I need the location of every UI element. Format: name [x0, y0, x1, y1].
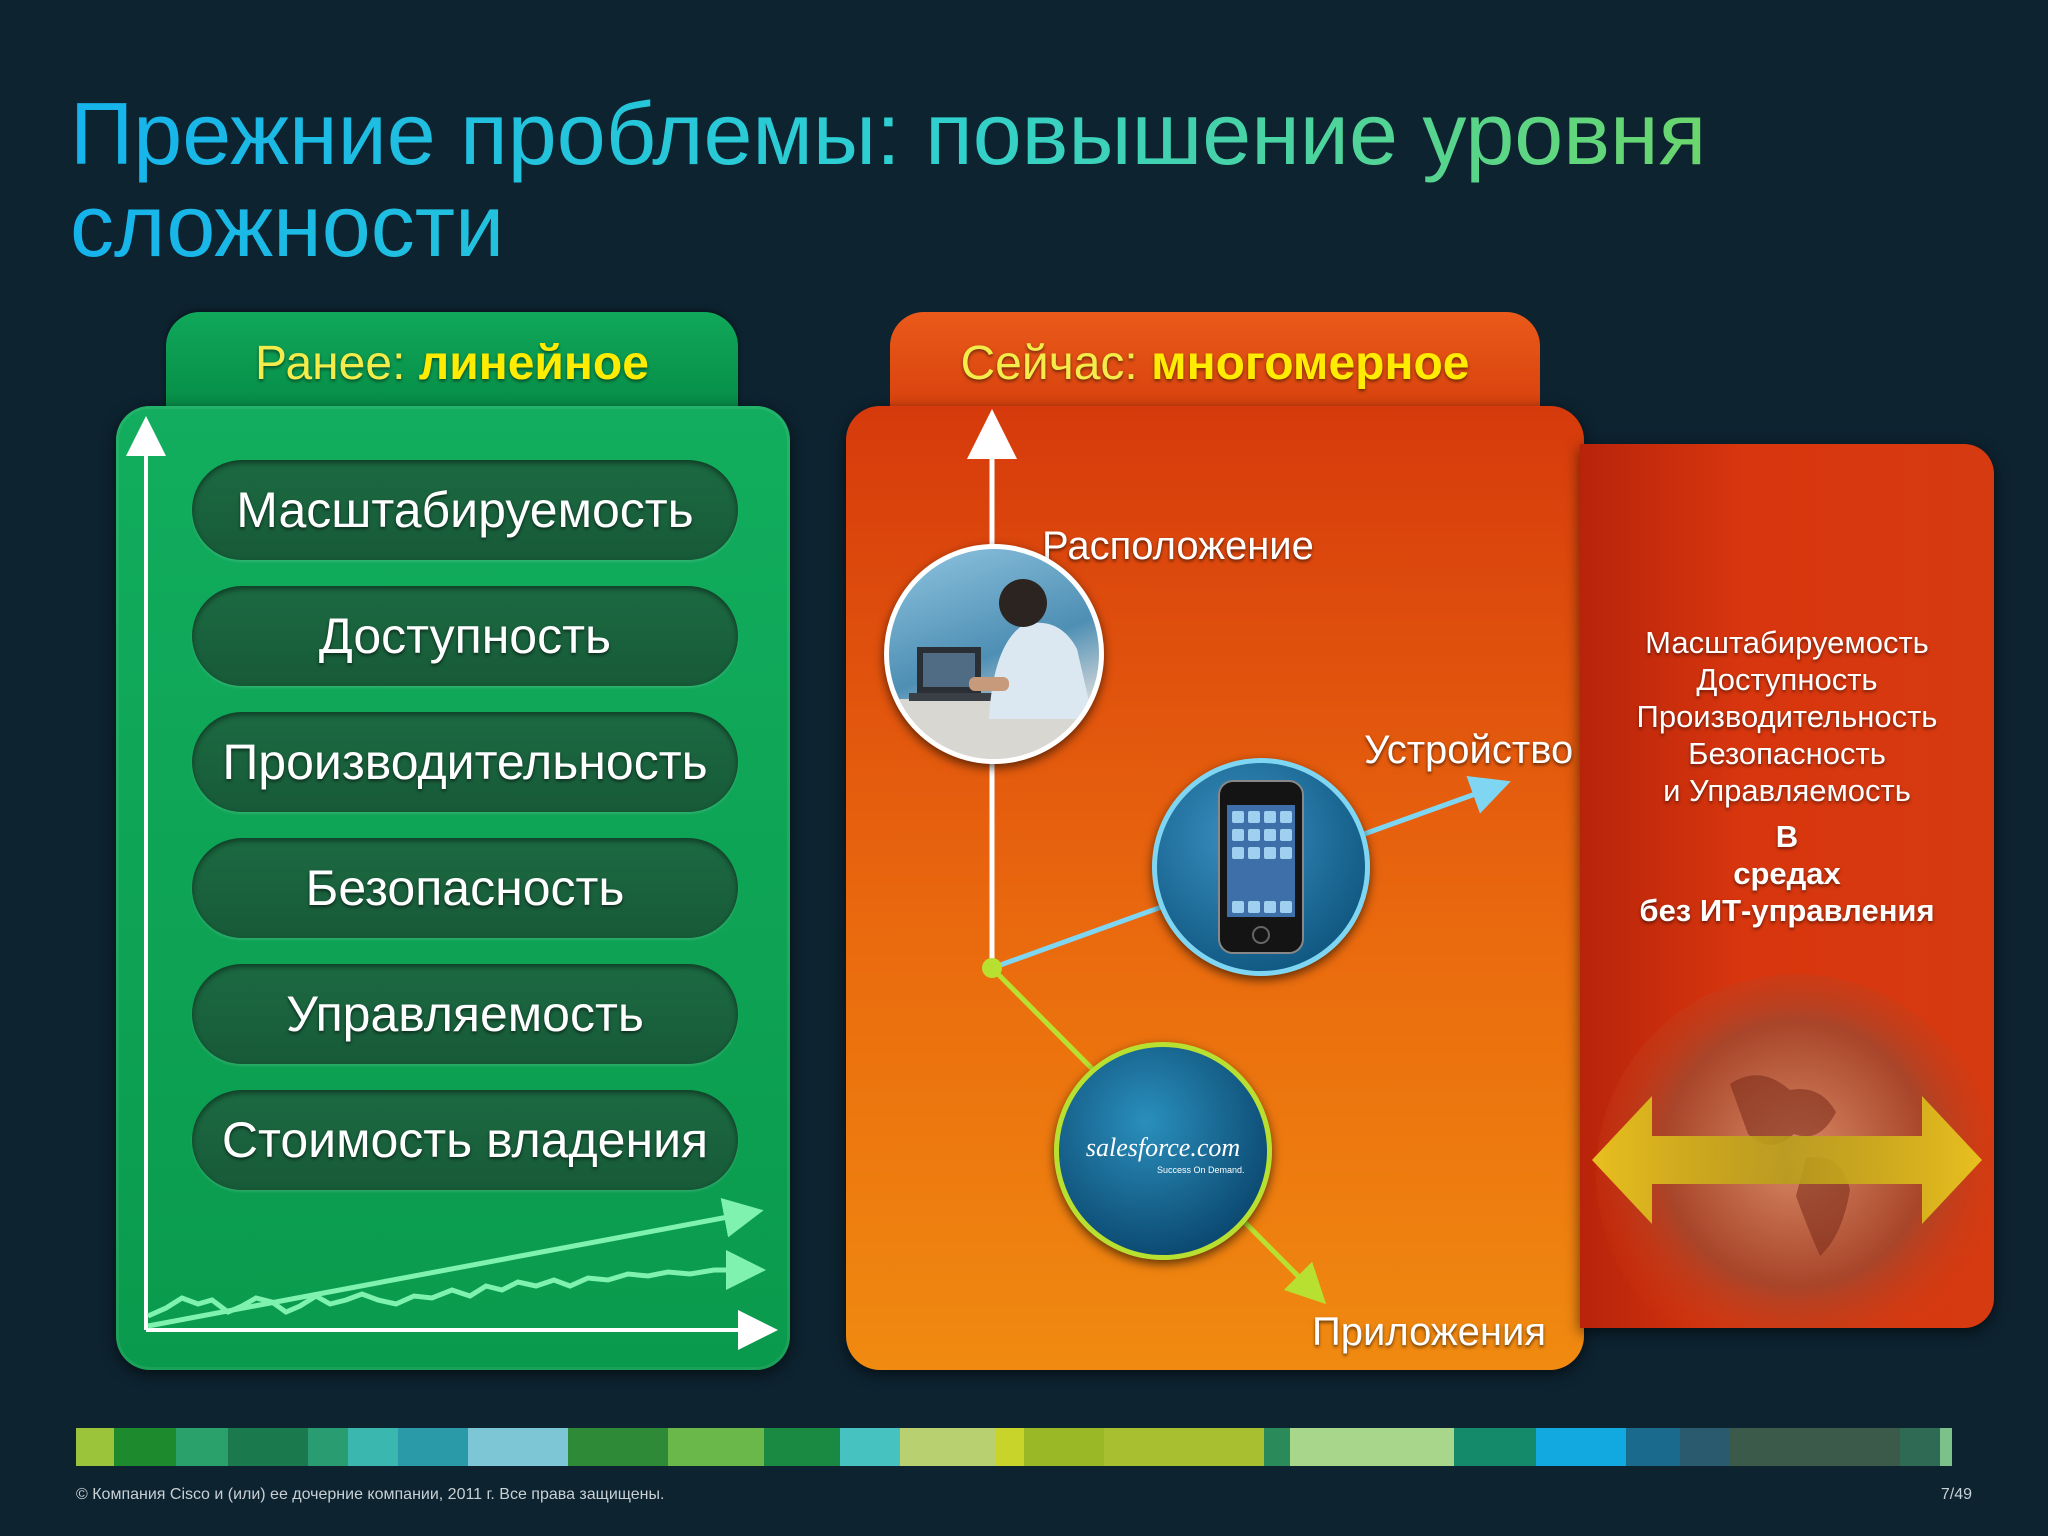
globe-with-arrow-icon [1592, 974, 1994, 1328]
salesforce-logo: salesforce.com [1085, 1133, 1241, 1162]
fluctuating-line [146, 1250, 766, 1319]
right-bold-line1: В [1775, 819, 1799, 854]
pill-tco: Стоимость владения [192, 1090, 738, 1190]
left-panel-heading: Ранее: линейное [166, 336, 738, 391]
person-at-laptop-icon [889, 579, 1099, 759]
label-apps: Приложения [1312, 1310, 1547, 1354]
device-photo [1152, 758, 1370, 976]
label-location: Расположение [1042, 524, 1314, 568]
smartphone-icon [1218, 780, 1304, 954]
right-item-scalability: Масштабируемость [1645, 625, 1929, 660]
linear-growth-graph [126, 416, 778, 1350]
middle-tab-emphasis: многомерное [1151, 337, 1470, 390]
slide-title-line1: Прежние проблемы: повышение уровня [70, 84, 1707, 183]
middle-tab-prefix: Сейчас: [960, 337, 1152, 390]
middle-panel-tab: Сейчас: многомерное [890, 312, 1540, 418]
salesforce-tagline: Success On Demand. [1157, 1165, 1245, 1175]
middle-panel-heading: Сейчас: многомерное [890, 336, 1540, 391]
right-panel-conclusion: В средах без ИТ-управления [1580, 818, 1994, 929]
left-tab-prefix: Ранее: [255, 337, 419, 390]
right-item-performance: Производительность [1636, 699, 1938, 734]
location-photo [884, 544, 1104, 764]
pill-security: Безопасность [192, 838, 738, 938]
right-panel: Масштабируемость Доступность Производите… [1580, 444, 1994, 1328]
left-tab-emphasis: линейное [418, 337, 649, 390]
middle-panel: Расположение Устройство Приложения [846, 406, 1584, 1370]
left-panel-tab: Ранее: линейное [166, 312, 738, 418]
slide-title-line2: сложности [70, 176, 505, 275]
left-panel: Масштабируемость Доступность Производите… [116, 406, 790, 1370]
right-panel-list: Масштабируемость Доступность Производите… [1580, 624, 1994, 809]
page-number: 7/49 [1940, 1486, 1972, 1503]
right-item-manageability: и Управляемость [1663, 773, 1911, 808]
decorative-color-bar [76, 1428, 1972, 1466]
right-bold-line2: средах [1733, 856, 1841, 891]
pill-manageability: Управляемость [192, 964, 738, 1064]
slide-title: Прежние проблемы: повышение уровня сложн… [70, 88, 1970, 272]
right-item-availability: Доступность [1696, 662, 1878, 697]
pill-availability: Доступность [192, 586, 738, 686]
right-bold-line3: без ИТ-управления [1639, 893, 1935, 928]
trend-line [147, 1198, 764, 1329]
apps-logo-circle: salesforce.com Success On Demand. [1054, 1042, 1272, 1260]
axes-origin [982, 958, 1002, 978]
copyright-footer: © Компания Cisco и (или) ее дочерние ком… [76, 1486, 665, 1503]
pill-performance: Производительность [192, 712, 738, 812]
label-device: Устройство [1364, 728, 1574, 772]
right-item-security: Безопасность [1688, 736, 1886, 771]
pill-scalability: Масштабируемость [192, 460, 738, 560]
